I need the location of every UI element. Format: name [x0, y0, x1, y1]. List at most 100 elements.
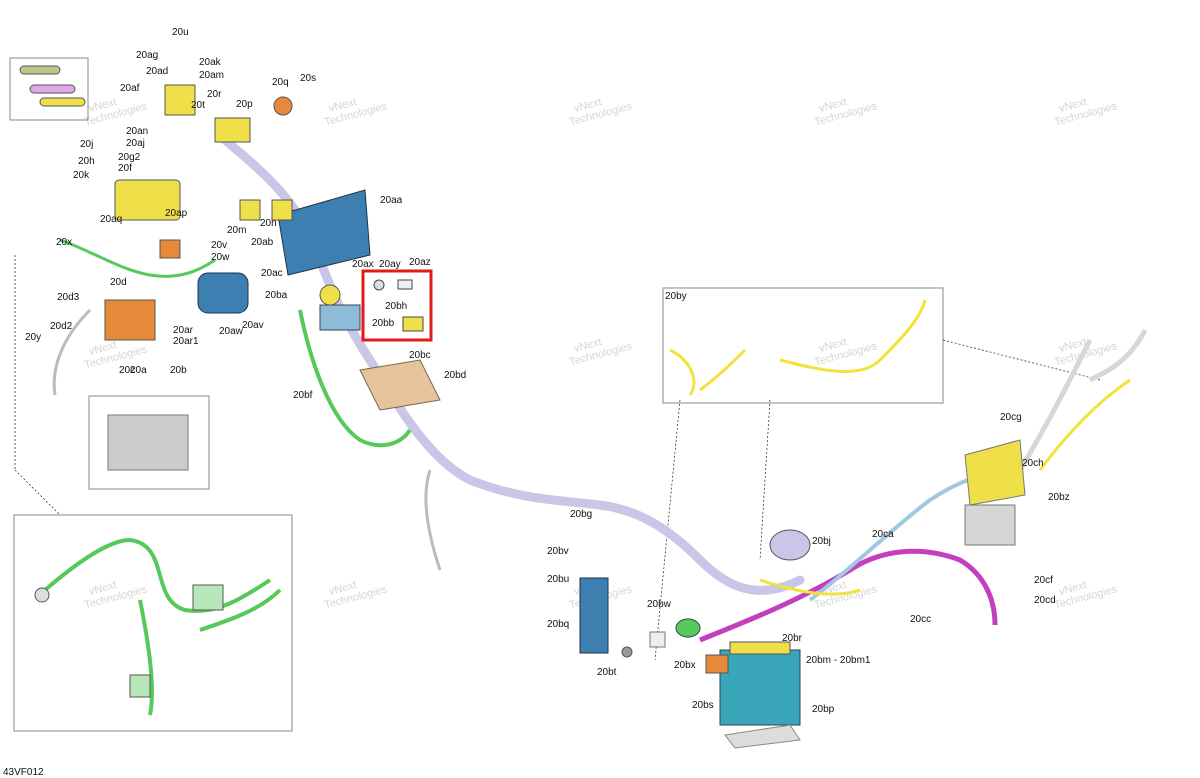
callout-label: 20p [236, 99, 253, 110]
connector-20bw [675, 618, 701, 638]
highlight-box [361, 269, 433, 342]
relay-block-inset [107, 414, 189, 471]
mount-plate [964, 504, 1016, 546]
callout-label: 20by [665, 291, 687, 302]
callout-label: 20ar1 [173, 336, 199, 347]
callout-label: 20aj [126, 138, 145, 149]
callout-label: 20bb [372, 318, 395, 329]
connector-20ax [319, 284, 341, 306]
battery-20bm [719, 649, 801, 726]
callout-label: 20d [110, 277, 127, 288]
bracket-20bq [579, 577, 609, 654]
callout-label: 20aw [219, 326, 244, 337]
fuse-box-20d [104, 299, 156, 341]
callout-label: 20cg [1000, 412, 1022, 423]
green-harness-left [59, 238, 216, 278]
callout-label: 20s [300, 73, 316, 84]
part-20az [397, 279, 413, 290]
callout-label: 20g2 [118, 152, 141, 163]
callout-label: 20n [260, 218, 277, 229]
callout-label: 20k [73, 170, 90, 181]
voltage-regulator-20cg [964, 439, 1026, 506]
callout-label: 20ac [261, 268, 283, 279]
relay-module-20p [214, 117, 251, 143]
bracket-20bc [359, 359, 441, 411]
callout-label: 20bw [647, 599, 672, 610]
callout-label: 20bj [812, 536, 831, 547]
callout-label: 20u [172, 27, 189, 38]
inset-yellow-harness-a [669, 348, 747, 396]
callout-label: 20cc [910, 614, 931, 625]
callout-label: 20cd [1034, 595, 1056, 606]
callout-label: 20j [80, 139, 93, 150]
inset-box-green-harness [13, 514, 293, 732]
part-20ay [373, 279, 385, 291]
callout-label: 20b [170, 365, 187, 376]
callout-label: 20y [25, 332, 41, 343]
connector-20q [273, 96, 293, 116]
callout-label: 20bc [409, 350, 431, 361]
fuse-relay-box [164, 84, 196, 116]
callout-label: 20f [118, 163, 132, 174]
battery-tray-20bp [724, 724, 801, 749]
callout-label: 20x [56, 237, 72, 248]
callout-label: 20bm - 20bm1 [806, 655, 871, 666]
inset-connector-b [129, 674, 151, 698]
callout-label: 20ca [872, 529, 894, 540]
inset-box-ground-straps [9, 57, 89, 121]
leader-line [14, 469, 61, 516]
callout-label: 20q [272, 77, 289, 88]
callout-label: 20av [242, 320, 264, 331]
connector-20m [239, 199, 261, 221]
callout-label: 20ar [173, 325, 194, 336]
strap-a [19, 65, 61, 75]
callout-label: 20bp [812, 704, 835, 715]
callout-label: 20ad [146, 66, 168, 77]
switch-panel-20ba [319, 304, 361, 331]
callout-label: 20cf [1034, 575, 1053, 586]
inset-yellow-harness-b [779, 299, 927, 373]
callout-label: 20a [130, 365, 147, 376]
callout-label: 20m [227, 225, 246, 236]
callout-label: 20w [211, 252, 230, 263]
inset-connector-c [34, 587, 50, 603]
callout-label: 20d2 [50, 321, 73, 332]
callout-label: 20bs [692, 700, 714, 711]
strap-b [29, 84, 76, 94]
inset-green-harness [43, 537, 282, 716]
strap-c [39, 97, 86, 107]
callout-label: 20bx [674, 660, 696, 671]
callout-label: 20v [211, 240, 227, 251]
magenta-harness [699, 548, 998, 643]
callout-label: 20aa [380, 195, 403, 206]
callout-label: 20bd [444, 370, 466, 381]
figure-code: 43VF012 [3, 767, 44, 778]
terminal-cover-20bs [705, 654, 729, 674]
callout-label: 20am [199, 70, 224, 81]
leader-line [942, 339, 1101, 381]
rear-harness [1017, 328, 1148, 472]
nut-20bt [621, 646, 633, 658]
callout-label: 20af [120, 83, 140, 94]
callout-label: 20ax [352, 259, 374, 270]
callout-label: 20ab [251, 237, 274, 248]
ecu-module [114, 179, 181, 221]
callout-label: 20d3 [57, 292, 80, 303]
center-grey-harness [424, 469, 442, 571]
inset-box-yellow-harness [662, 287, 944, 404]
fastener-20bx [649, 631, 666, 648]
display-20aa [277, 189, 371, 276]
callout-label: 20ak [199, 57, 222, 68]
callout-label: 20bg [570, 509, 592, 520]
left-grey-harness [52, 308, 92, 396]
green-harness-branch [298, 309, 412, 448]
yellow-harness-rear [1038, 378, 1131, 471]
part-20bb [402, 316, 424, 332]
callout-label: 20an [126, 126, 148, 137]
callout-label: 20az [409, 257, 431, 268]
callout-label: 20bf [293, 390, 313, 401]
callout-label: 20ap [165, 208, 188, 219]
callout-label: 20r [207, 89, 222, 100]
